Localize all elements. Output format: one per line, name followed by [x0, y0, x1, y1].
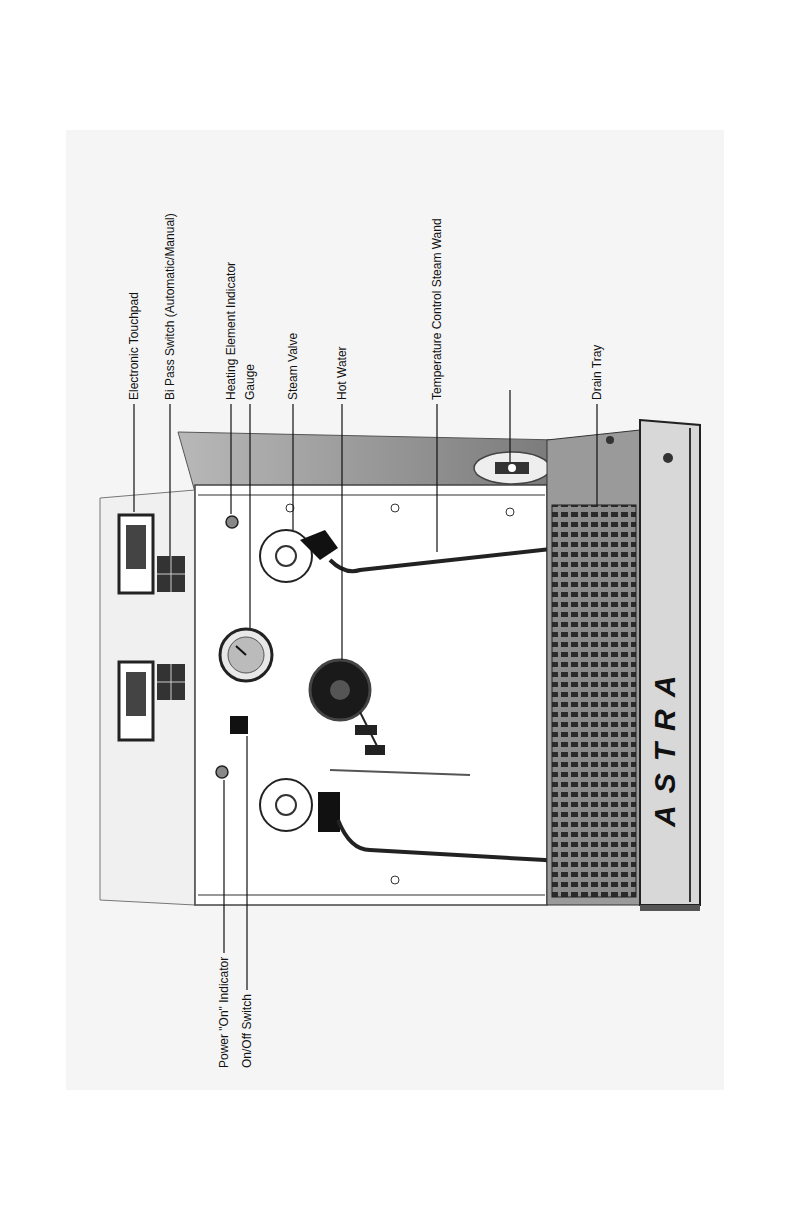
part-label: Steam Valve: [286, 333, 300, 400]
part-label: Hot Water: [335, 346, 349, 400]
part-label: Electronic Touchpad: [127, 292, 141, 400]
leader-line: [509, 390, 510, 462]
part-label: Power "On" Indicator: [217, 957, 231, 1068]
part-label: Gauge: [243, 364, 257, 400]
part-label: Drain Tray: [590, 345, 604, 400]
leader-line: [230, 404, 231, 514]
leader-line: [223, 780, 224, 953]
leader-line: [169, 404, 170, 556]
leader-line: [133, 404, 134, 512]
part-label: On/Off Switch: [240, 994, 254, 1068]
leader-line: [436, 404, 437, 552]
brand-logo: ASTRA: [648, 663, 682, 826]
leader-line: [246, 736, 247, 990]
leader-line: [596, 404, 597, 505]
leader-line: [341, 404, 342, 660]
part-label: Bi Pass Switch (Automatic/Manual): [163, 213, 177, 400]
part-label: Heating Element Indicator: [224, 262, 238, 400]
leader-line: [292, 404, 293, 530]
part-label: Temperature Control Steam Wand: [430, 218, 444, 400]
leader-line: [249, 404, 250, 628]
